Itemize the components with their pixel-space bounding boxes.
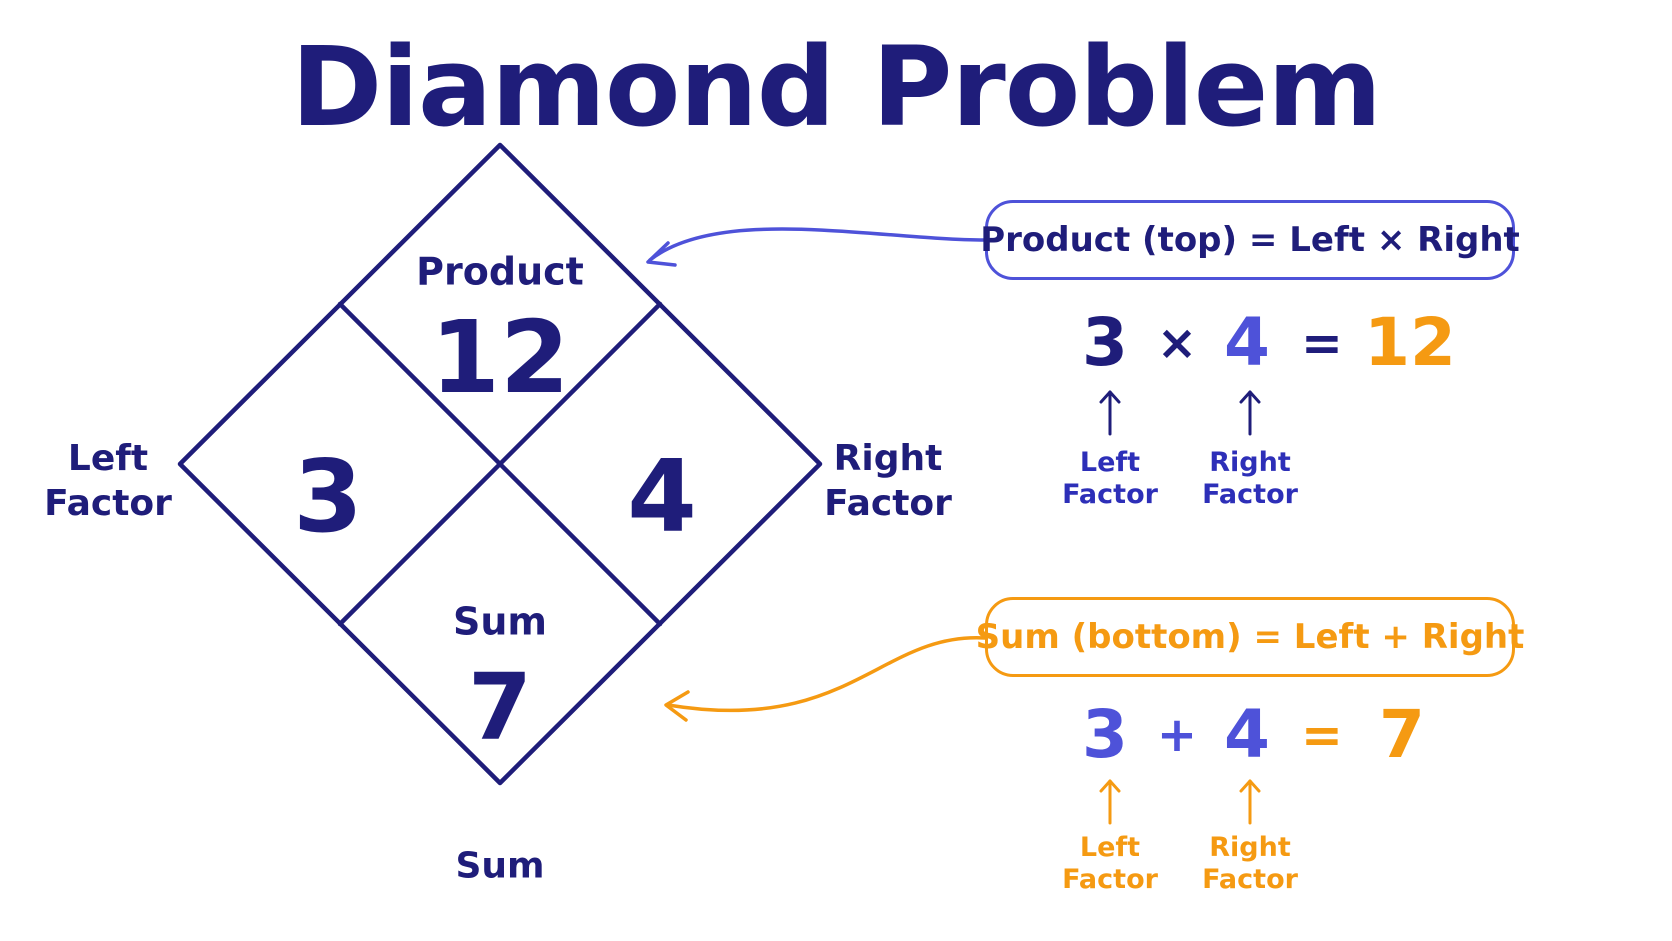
sum-connector-line xyxy=(666,636,987,713)
product-connector-line xyxy=(648,227,987,262)
sum-eq-right: 4 xyxy=(1224,696,1270,773)
diamond-divider-b xyxy=(337,301,663,627)
product-eq-operator: × xyxy=(1156,315,1198,371)
product-eq-left: 3 xyxy=(1082,304,1128,381)
product-value: 12 xyxy=(430,299,570,416)
product-right-caption: Right Factor xyxy=(1202,447,1298,511)
up-arrow-icon xyxy=(1239,390,1261,436)
right-factor-value: 4 xyxy=(627,438,697,555)
left-factor-label: Left Factor xyxy=(44,438,172,524)
up-arrow-icon xyxy=(1239,779,1261,825)
page-title: Diamond Problem xyxy=(291,23,1382,151)
sum-left-caption: Left Factor xyxy=(1062,832,1158,896)
sum-eq-result: 7 xyxy=(1379,696,1425,773)
sum-eq-left: 3 xyxy=(1082,696,1128,773)
sum-connector-arrowhead xyxy=(664,690,690,722)
product-eq-right: 4 xyxy=(1224,304,1270,381)
product-eq-equals: = xyxy=(1301,314,1343,372)
up-arrow-icon xyxy=(1099,390,1121,436)
diamond-outline xyxy=(177,142,823,786)
sum-right-caption: Right Factor xyxy=(1202,832,1298,896)
up-arrow-icon xyxy=(1099,779,1121,825)
right-factor-label: Right Factor xyxy=(824,438,952,524)
sum-eq-equals: = xyxy=(1301,706,1343,764)
product-left-caption: Left Factor xyxy=(1062,447,1158,511)
left-factor-value: 3 xyxy=(293,438,363,555)
sum-eq-operator: + xyxy=(1156,707,1198,763)
sum-rule-callout: Sum (bottom) = Left + Right xyxy=(976,597,1524,677)
product-label: Product xyxy=(416,249,584,294)
product-eq-result: 12 xyxy=(1364,304,1456,381)
product-rule-callout: Product (top) = Left × Right xyxy=(980,200,1520,280)
sum-label: Sum xyxy=(452,599,548,644)
product-connector-arrowhead xyxy=(646,241,677,267)
sum-value: 7 xyxy=(467,654,533,761)
sum-bottom-label: Sum xyxy=(455,845,545,887)
